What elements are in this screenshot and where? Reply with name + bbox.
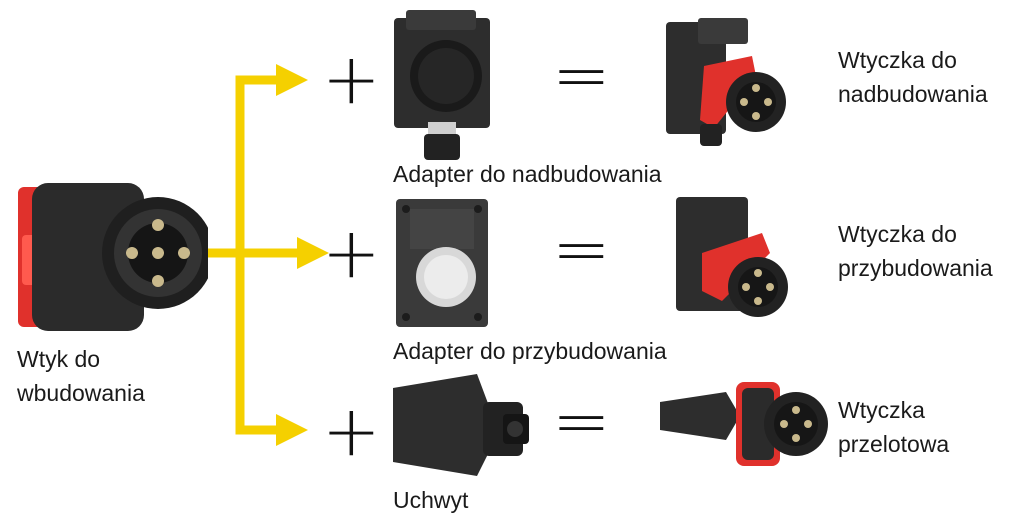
result-label-line1: Wtyczka do bbox=[838, 221, 957, 247]
surface-plug-image bbox=[666, 18, 786, 146]
component-label: Uchwyt bbox=[393, 487, 469, 513]
result-label-line2: przelotowa bbox=[838, 431, 950, 457]
arrow-head-bottom bbox=[276, 414, 308, 446]
arrow-head-top bbox=[276, 64, 308, 96]
result-label-line1: Wtyczka bbox=[838, 397, 925, 423]
component-label: Adapter do nadbudowania bbox=[393, 161, 662, 187]
plus-sign: + bbox=[322, 38, 381, 120]
component-label: Adapter do przybudowania bbox=[393, 338, 667, 364]
equals-sign: = bbox=[552, 34, 611, 116]
holder-image bbox=[393, 374, 529, 476]
side-adapter-image bbox=[396, 199, 488, 327]
result-label-line1: Wtyczka do bbox=[838, 47, 957, 73]
arrow-head-middle bbox=[297, 237, 329, 269]
result-label-line2: przybudowania bbox=[838, 255, 993, 281]
plus-sign: + bbox=[322, 390, 381, 472]
equals-sign: = bbox=[552, 208, 611, 290]
surface-adapter-image bbox=[394, 10, 490, 160]
plus-sign: + bbox=[322, 212, 381, 294]
result-label-line2: nadbudowania bbox=[838, 81, 988, 107]
equals-sign: = bbox=[552, 380, 611, 462]
source-label-line2: wbudowania bbox=[17, 380, 145, 406]
source-label-line1: Wtyk do bbox=[17, 346, 101, 372]
inline-plug-image bbox=[660, 382, 828, 466]
built-in-plug-image bbox=[18, 183, 208, 331]
side-plug-image bbox=[676, 197, 788, 317]
